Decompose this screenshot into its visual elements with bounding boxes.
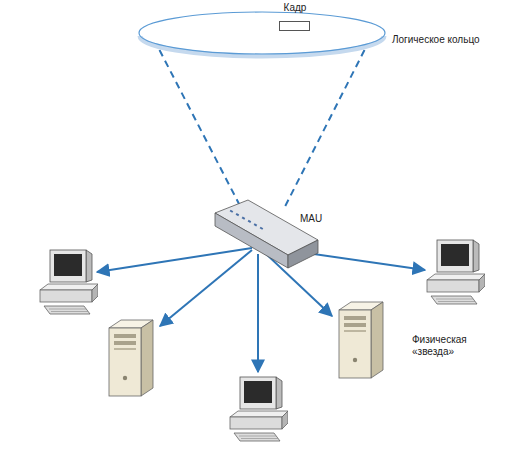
star-arrow (257, 254, 259, 372)
ring-shadow (140, 36, 384, 56)
mau-outline (212, 200, 318, 270)
mau-port (236, 213, 240, 216)
mau-port (260, 227, 264, 230)
box-node: Кадр (279, 21, 310, 31)
mau-port (242, 216, 246, 219)
server (339, 302, 383, 378)
server (109, 320, 153, 396)
mau-port (230, 210, 234, 213)
ring-label: Логическое кольцо (392, 34, 482, 46)
logical-link (160, 50, 241, 207)
logical-ring (139, 12, 385, 54)
logical-link (284, 50, 364, 208)
ring-node: Логическое кольцо (137, 10, 387, 56)
mau-front (215, 213, 288, 268)
workstation (427, 240, 485, 304)
mau-node: MAU (212, 200, 318, 270)
mau-port (248, 220, 252, 223)
workstation (40, 250, 98, 314)
topology-label: Физическая «звезда» (412, 334, 492, 358)
ring-outline (137, 10, 387, 56)
frame-box (280, 22, 310, 31)
frame-label: Кадр (275, 2, 315, 14)
mau-port (254, 223, 258, 226)
mau-side (288, 240, 318, 268)
box-outline (279, 21, 310, 31)
device-label: MAU (300, 213, 340, 225)
star-arrow (160, 250, 252, 326)
workstation (230, 377, 288, 441)
